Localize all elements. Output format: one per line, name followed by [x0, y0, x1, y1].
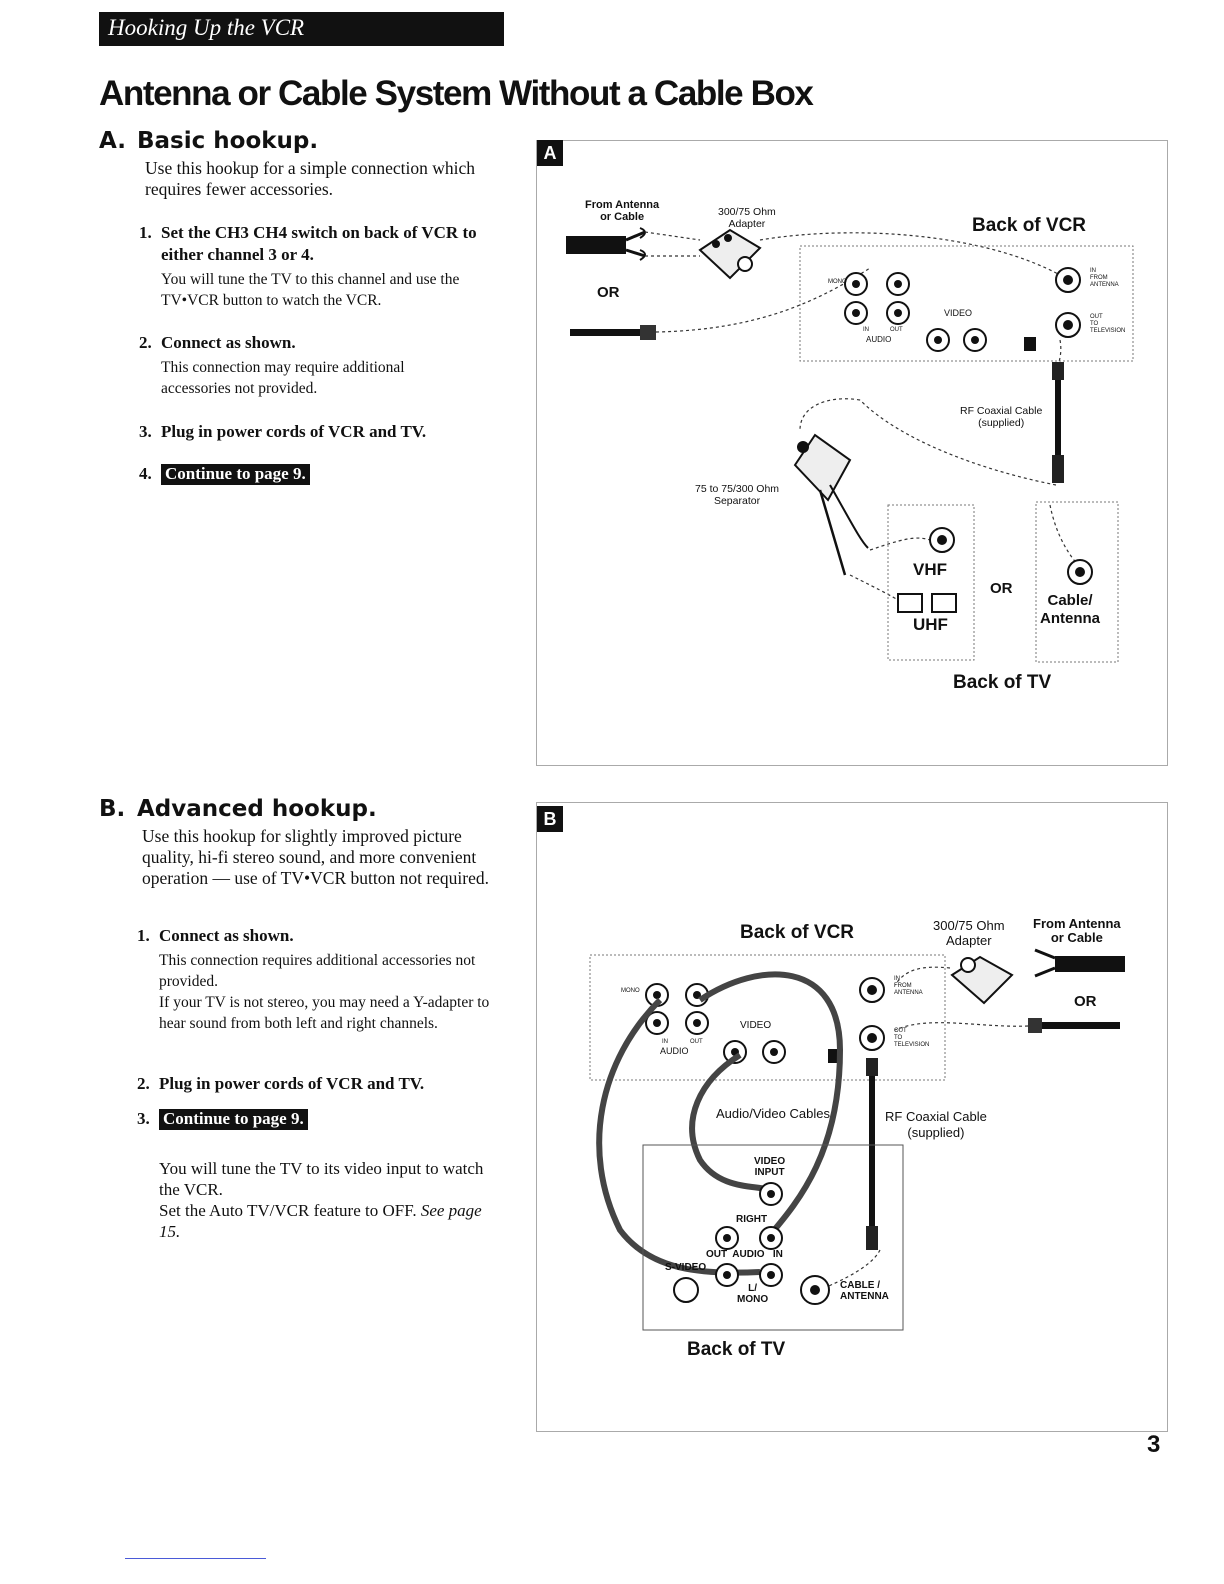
label-cable-antenna-b: CABLE / ANTENNA [840, 1280, 889, 1302]
label-audio-a: AUDIO [866, 335, 892, 344]
tv-vhf-uhf-panel [887, 504, 975, 661]
section-b-step-2: 2.Plug in power cords of VCR and TV. [137, 1074, 425, 1093]
label-back-of-tv-a: Back of TV [953, 672, 1052, 693]
section-a-step-1: 1.Set the CH3 CH4 switch on back of VCR … [139, 223, 477, 309]
tv-back-panel-b [642, 1144, 904, 1331]
label-uhf: UHF [913, 615, 948, 634]
label-cable-antenna-a: Cable/ Antenna [1040, 592, 1100, 627]
rf-coaxial-cable-b [866, 1058, 878, 1250]
section-b-title: Advanced hookup. [137, 796, 377, 822]
section-a-letter: A. [99, 128, 126, 154]
label-video-a: VIDEO [944, 308, 973, 318]
section-header-label: Hooking Up the VCR [108, 15, 305, 40]
adapter-300-75-b [950, 955, 1014, 1005]
label-back-of-tv-b: Back of TV [687, 1339, 786, 1360]
label-adapter-a: 300/75 Ohm Adapter [718, 206, 776, 230]
separator-75-300 [793, 433, 869, 576]
label-video-b: VIDEO [740, 1020, 772, 1031]
section-a-title: Basic hookup. [137, 128, 319, 154]
label-av-cables: Audio/Video Cables [716, 1106, 830, 1121]
section-header-bar [99, 12, 504, 46]
label-mono-a: MONO [828, 279, 847, 285]
section-b-step-1: 1.Connect as shown. This connection requ… [137, 926, 490, 1032]
label-s-video: S-VIDEO [665, 1262, 707, 1273]
label-in-b: IN [662, 1039, 668, 1045]
label-adapter-b: 300/75 Ohm Adapter [933, 918, 1005, 948]
label-rf-cable-a: RF Coaxial Cable (supplied) [960, 405, 1043, 429]
label-video-input: VIDEO INPUT [754, 1156, 786, 1178]
label-separator: 75 to 75/300 Ohm Separator [695, 483, 780, 507]
twin-lead-cable-b [1034, 948, 1125, 978]
label-out-to-television-b: OUT TO TELEVISION [894, 1028, 930, 1048]
page-number: 3 [1147, 1431, 1161, 1458]
section-b-after-note: You will tune the TV to its video input … [159, 1159, 484, 1241]
continue-to-page-9-link-b[interactable]: Continue to page 9. [159, 1109, 308, 1130]
diagram-a-badge: A [537, 140, 563, 166]
label-or-b: OR [1074, 993, 1097, 1010]
footer-link-underline [125, 1558, 266, 1559]
label-vhf: VHF [913, 560, 947, 579]
section-b-step-3: 3.Continue to page 9. [137, 1108, 308, 1130]
label-in-a: IN [863, 327, 869, 333]
label-back-of-vcr-b: Back of VCR [740, 922, 855, 943]
twin-lead-cable [566, 227, 646, 261]
adapter-300-75 [698, 228, 762, 280]
section-b-heading: B. Advanced hookup. [99, 796, 377, 822]
section-a-intro: Use this hookup for a simple connection … [145, 158, 476, 199]
label-out-to-television-a: OUT TO TELEVISION [1090, 314, 1126, 334]
section-a-step-2: 2.Connect as shown. This connection may … [139, 333, 405, 397]
coax-cable-a [570, 325, 656, 340]
diagram-b-frame [536, 802, 1168, 1432]
label-out-a: OUT [890, 327, 903, 333]
label-or-a2: OR [990, 580, 1013, 597]
label-l-mono: L/ MONO [737, 1283, 769, 1305]
label-right: RIGHT [736, 1214, 768, 1225]
label-from-antenna-a: From Antenna or Cable [585, 199, 660, 223]
label-in-from-antenna-b: IN FROM ANTENNA [894, 976, 923, 996]
diagram-b-badge: B [537, 806, 563, 832]
label-out-audio-in: OUT AUDIO IN [706, 1249, 783, 1260]
section-b-letter: B. [99, 796, 126, 822]
label-from-antenna-b: From Antenna or Cable [1033, 916, 1121, 945]
label-out-b: OUT [690, 1039, 703, 1045]
tv-cable-antenna-panel [1035, 501, 1119, 663]
coax-cable-b [1028, 1018, 1120, 1033]
label-audio-b: AUDIO [660, 1046, 689, 1056]
section-a-step-3: 3.Plug in power cords of VCR and TV. [139, 422, 427, 441]
label-mono-b: MONO [621, 988, 640, 994]
diagram-a-frame [536, 140, 1168, 766]
section-a-step-4: 4.Continue to page 9. [139, 463, 310, 485]
rf-coaxial-cable-a [1052, 362, 1064, 483]
section-a-heading: A. Basic hookup. [99, 128, 318, 154]
section-b-intro: Use this hookup for slightly improved pi… [142, 826, 490, 888]
label-or-a1: OR [597, 284, 620, 301]
label-back-of-vcr-a: Back of VCR [972, 215, 1087, 236]
vcr-back-panel-a [799, 245, 1134, 362]
page-title: Antenna or Cable System Without a Cable … [99, 74, 814, 113]
label-rf-cable-b: RF Coaxial Cable (supplied) [885, 1109, 987, 1140]
label-in-from-antenna-a: IN FROM ANTENNA [1090, 268, 1119, 288]
audio-video-cables [596, 971, 844, 1276]
continue-to-page-9-link[interactable]: Continue to page 9. [161, 464, 310, 485]
